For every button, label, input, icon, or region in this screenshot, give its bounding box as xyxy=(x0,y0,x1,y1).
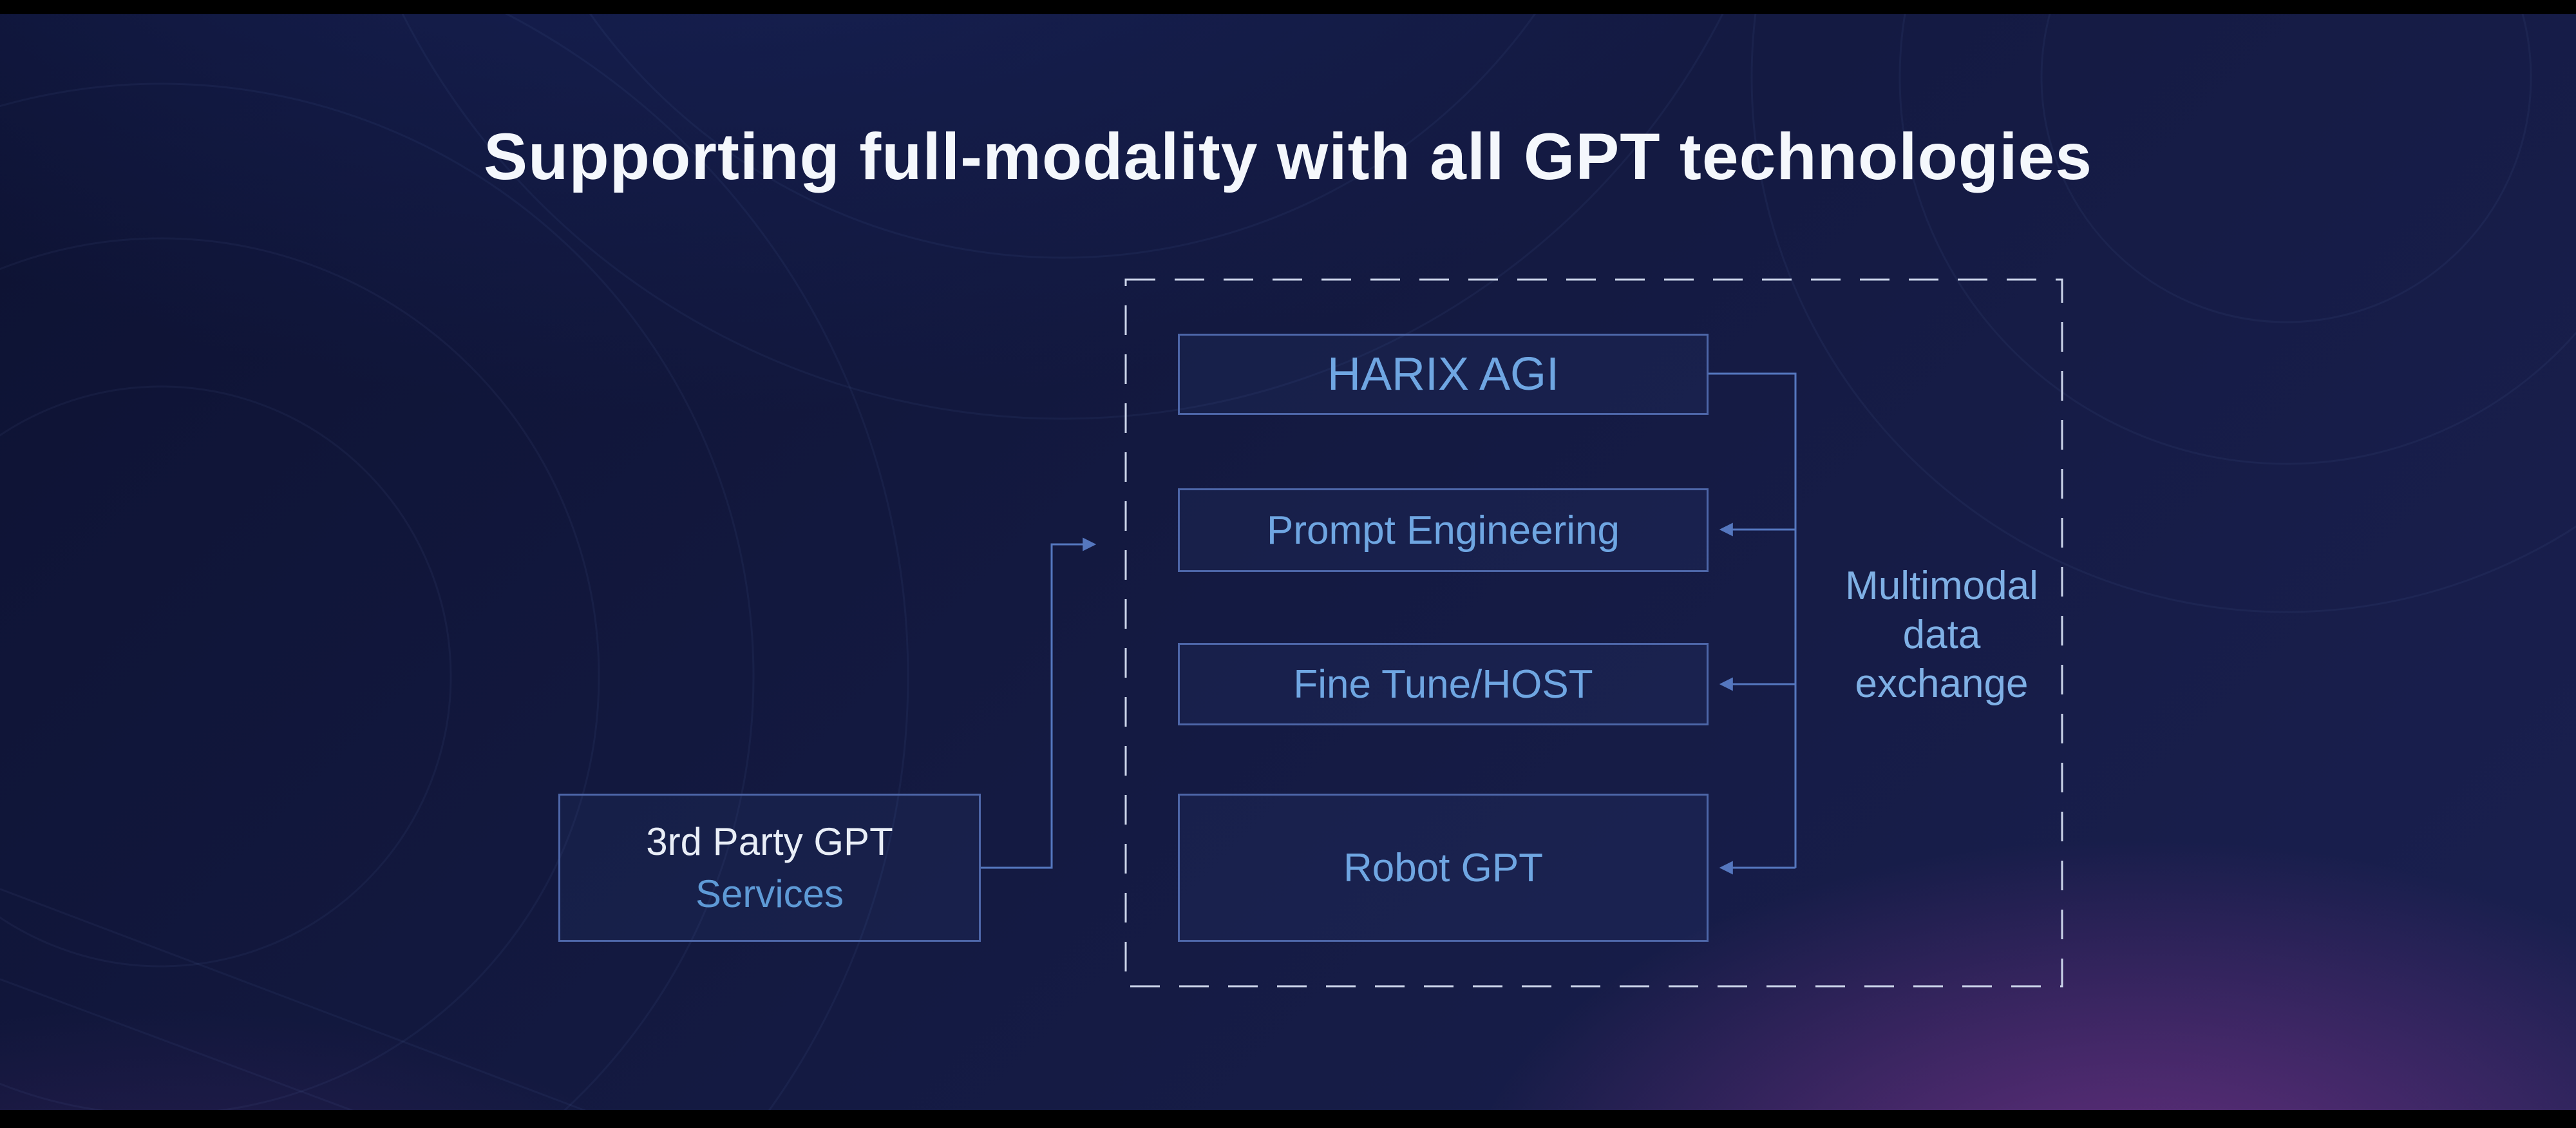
robot-gpt-box: Robot GPT xyxy=(1178,794,1709,942)
harix-agi-box: HARIX AGI xyxy=(1178,334,1709,415)
connector-harix-trunk xyxy=(1709,372,1797,868)
bottom-letterbox-bar xyxy=(0,1110,2576,1128)
multimodal-data-exchange-label: Multimodal data exchange xyxy=(1803,562,2080,709)
third-party-gpt-box: 3rd Party GPT Services xyxy=(558,794,981,942)
page-title: Supporting full-modality with all GPT te… xyxy=(484,120,2092,193)
robot-gpt-label: Robot GPT xyxy=(1343,845,1544,890)
arrow-third-party-to-group xyxy=(981,537,1097,869)
third-party-gpt-label-line2: Services xyxy=(695,872,844,915)
gpt-group-dashed-boundary xyxy=(1124,278,2063,988)
prompt-engineering-box: Prompt Engineering xyxy=(1178,488,1709,572)
prompt-engineering-label: Prompt Engineering xyxy=(1267,508,1620,553)
harix-agi-label: HARIX AGI xyxy=(1327,349,1560,400)
top-letterbox-bar xyxy=(0,0,2576,14)
fine-tune-host-box: Fine Tune/HOST xyxy=(1178,643,1709,725)
third-party-gpt-label-line1: 3rd Party GPT xyxy=(646,820,893,863)
multimodal-label-line3: exchange xyxy=(1855,662,2029,706)
multimodal-label-line1: Multimodal xyxy=(1845,564,2038,608)
multimodal-label-line2: data xyxy=(1902,613,1981,657)
fine-tune-host-label: Fine Tune/HOST xyxy=(1293,662,1593,707)
